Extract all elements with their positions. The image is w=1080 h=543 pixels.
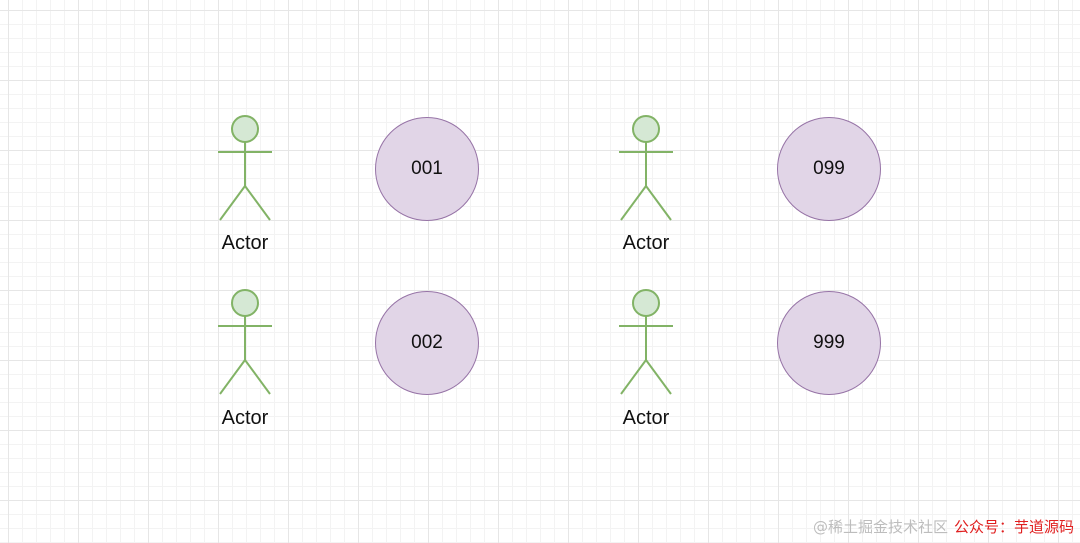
watermark-account: 公众号：芋道源码 (953, 518, 1074, 536)
actor-icon (218, 115, 272, 221)
actor-label: Actor (622, 407, 670, 429)
node-circle[interactable]: 002 (375, 291, 479, 395)
actor-icon (619, 115, 673, 221)
actor-label: Actor (221, 407, 269, 429)
actor-figure[interactable] (215, 288, 275, 398)
actor-icon (619, 289, 673, 395)
actor-icon (218, 289, 272, 395)
actor-label: Actor (221, 232, 269, 254)
watermark-platform: @稀土掘金技术社区 (812, 518, 948, 536)
actor-figure[interactable] (616, 114, 676, 224)
actor-figure[interactable] (616, 288, 676, 398)
node-circle[interactable]: 001 (375, 117, 479, 221)
node-circle[interactable]: 099 (777, 117, 881, 221)
actor-label: Actor (622, 232, 670, 254)
actor-figure[interactable] (215, 114, 275, 224)
watermark: @稀土掘金技术社区公众号：芋道源码 (813, 516, 1074, 537)
node-circle[interactable]: 999 (777, 291, 881, 395)
